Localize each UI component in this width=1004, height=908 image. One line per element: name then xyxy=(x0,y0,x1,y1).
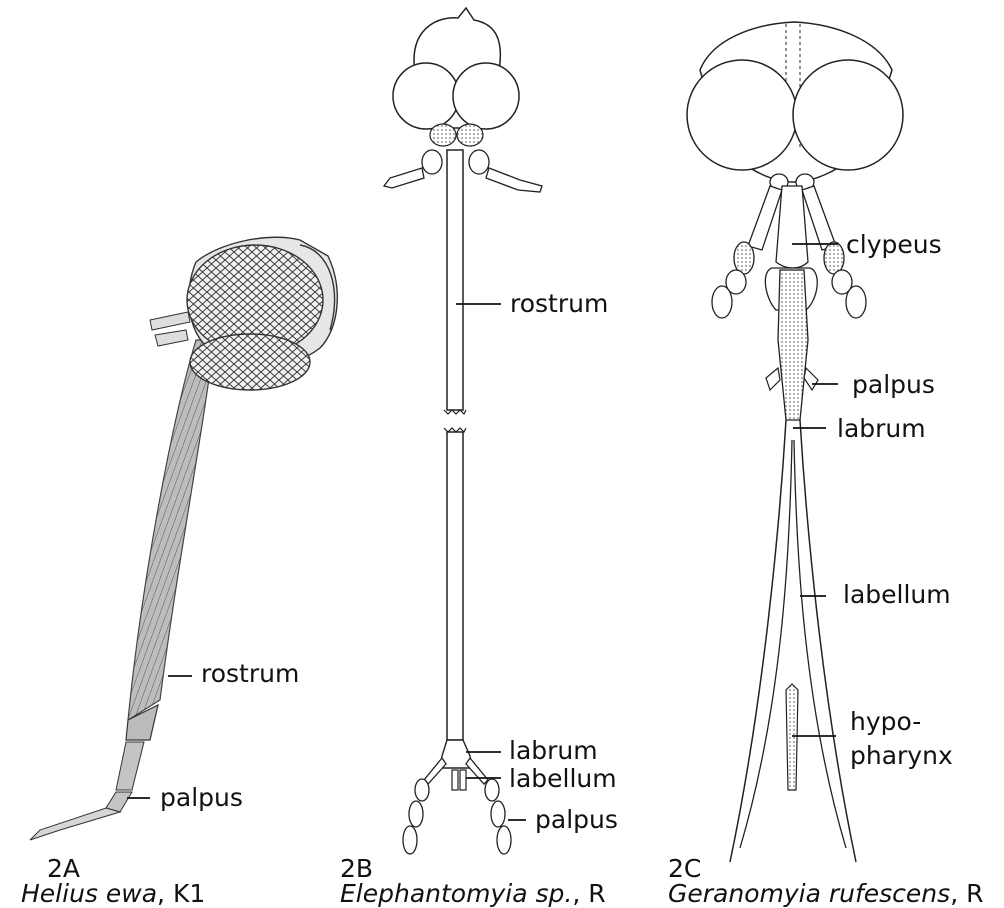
authority-suffix-2b: , R xyxy=(572,879,605,908)
label-labellum-2b: labellum xyxy=(509,766,617,791)
label-pharynx-2c: pharynx xyxy=(850,743,953,768)
panel-2a-drawing xyxy=(30,237,337,840)
species-name-2a: Helius ewa xyxy=(21,879,157,908)
label-labellum-2c: labellum xyxy=(843,582,951,607)
panel-id-2c: 2C xyxy=(668,856,701,881)
species-caption-2b: Elephantomyia sp., R xyxy=(340,881,606,906)
label-clypeus-2c: clypeus xyxy=(846,232,942,257)
species-caption-2a: Helius ewa, K1 xyxy=(21,881,205,906)
label-labrum-2b: labrum xyxy=(509,738,598,763)
species-name-2b: Elephantomyia sp. xyxy=(340,879,572,908)
label-labrum-2c: labrum xyxy=(837,416,926,441)
species-caption-2c: Geranomyia rufescens, R xyxy=(668,881,983,906)
label-rostrum-2b: rostrum xyxy=(510,291,608,316)
panel-id-2b: 2B xyxy=(340,856,373,881)
label-palpus-2c: palpus xyxy=(852,372,935,397)
panel-id-2a: 2A xyxy=(47,856,80,881)
panel-2b-drawing xyxy=(384,8,542,854)
label-palpus-2b: palpus xyxy=(535,807,618,832)
authority-suffix-2c: , R xyxy=(950,879,983,908)
authority-suffix-2a: , K1 xyxy=(157,879,205,908)
label-palpus-2a: palpus xyxy=(160,785,243,810)
label-rostrum-2a: rostrum xyxy=(201,661,299,686)
label-hypo-2c: hypo- xyxy=(850,709,921,734)
species-name-2c: Geranomyia rufescens xyxy=(668,879,950,908)
